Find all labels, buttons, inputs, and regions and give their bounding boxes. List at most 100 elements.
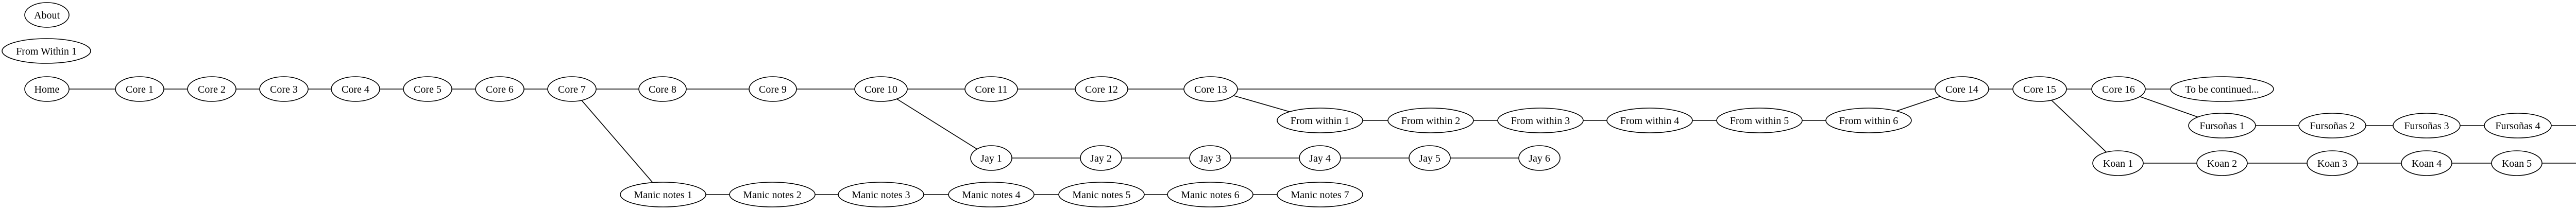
node-koan3[interactable]: Koan 3 [2307,150,2358,176]
node-label-core6: Core 6 [486,84,514,95]
node-koan1[interactable]: Koan 1 [2092,150,2144,176]
node-ellipse-core13[interactable] [1183,76,1238,102]
node-manic1[interactable]: Manic notes 1 [620,182,706,207]
node-ellipse-koan4[interactable] [2401,150,2452,176]
node-label-fursonas2: Fursoñas 2 [2310,120,2354,132]
node-ellipse-jay2[interactable] [1080,145,1122,171]
node-core4[interactable]: Core 4 [331,76,380,102]
node-koan5[interactable]: Koan 5 [2491,150,2543,176]
node-jay4[interactable]: Jay 4 [1299,145,1341,171]
node-core16[interactable]: Core 16 [2091,76,2146,102]
node-ellipse-fw6[interactable] [1825,108,1912,133]
node-to_be_continued[interactable]: To be continued... [2170,76,2274,102]
node-ellipse-core11[interactable] [964,76,1018,102]
node-core14[interactable]: Core 14 [1935,76,1989,102]
node-ellipse-manic6[interactable] [1167,182,1253,207]
node-core2[interactable]: Core 2 [187,76,236,102]
node-jay6[interactable]: Jay 6 [1518,145,1561,171]
node-ellipse-core10[interactable] [854,76,908,102]
node-ellipse-fursonas4[interactable] [2484,113,2552,138]
node-ellipse-core14[interactable] [1935,76,1989,102]
node-koan2[interactable]: Koan 2 [2196,150,2248,176]
node-core8[interactable]: Core 8 [638,76,687,102]
node-manic2[interactable]: Manic notes 2 [729,182,816,207]
node-ellipse-jay6[interactable] [1518,145,1561,171]
node-koan4[interactable]: Koan 4 [2401,150,2452,176]
node-ellipse-about[interactable] [24,2,70,28]
node-label-core3: Core 3 [270,84,298,95]
node-ellipse-core2[interactable] [187,76,236,102]
node-ellipse-core3[interactable] [259,76,309,102]
node-core1[interactable]: Core 1 [115,76,164,102]
node-core13[interactable]: Core 13 [1183,76,1238,102]
node-fw4[interactable]: From within 4 [1606,108,1693,133]
node-fw3[interactable]: From within 3 [1497,108,1584,133]
node-about[interactable]: About [24,2,70,28]
node-ellipse-koan1[interactable] [2092,150,2144,176]
node-ellipse-jay4[interactable] [1299,145,1341,171]
edge-core15-koan1 [2039,89,2119,164]
node-core7[interactable]: Core 7 [547,76,597,102]
node-core11[interactable]: Core 11 [964,76,1018,102]
node-ellipse-core15[interactable] [2012,76,2067,102]
node-jay1[interactable]: Jay 1 [970,145,1012,171]
node-manic4[interactable]: Manic notes 4 [948,182,1035,207]
node-manic3[interactable]: Manic notes 3 [838,182,924,207]
node-ellipse-koan2[interactable] [2196,150,2248,176]
node-fursonas2[interactable]: Fursoñas 2 [2298,113,2366,138]
node-core9[interactable]: Core 9 [749,76,797,102]
node-fursonas1[interactable]: Fursoñas 1 [2188,113,2256,138]
node-ellipse-manic1[interactable] [620,182,706,207]
node-ellipse-fw1[interactable] [1277,108,1363,133]
node-ellipse-core5[interactable] [403,76,452,102]
node-core3[interactable]: Core 3 [259,76,309,102]
node-ellipse-to_be_continued[interactable] [2170,76,2274,102]
node-ellipse-core1[interactable] [115,76,164,102]
node-fw5[interactable]: From within 5 [1716,108,1803,133]
node-ellipse-core16[interactable] [2091,76,2146,102]
node-ellipse-fw3[interactable] [1497,108,1584,133]
node-ellipse-fw4[interactable] [1606,108,1693,133]
node-fw6[interactable]: From within 6 [1825,108,1912,133]
node-ellipse-fursonas3[interactable] [2393,113,2461,138]
node-home[interactable]: Home [24,76,70,102]
node-core15[interactable]: Core 15 [2012,76,2067,102]
node-manic5[interactable]: Manic notes 5 [1058,182,1145,207]
node-ellipse-manic4[interactable] [948,182,1035,207]
node-ellipse-core8[interactable] [638,76,687,102]
node-ellipse-manic2[interactable] [729,182,816,207]
node-ellipse-jay5[interactable] [1409,145,1451,171]
node-ellipse-core4[interactable] [331,76,380,102]
node-ellipse-jay3[interactable] [1189,145,1231,171]
node-jay2[interactable]: Jay 2 [1080,145,1122,171]
node-ellipse-core7[interactable] [547,76,597,102]
node-ellipse-core12[interactable] [1075,76,1128,102]
node-fw1[interactable]: From within 1 [1277,108,1363,133]
node-ellipse-fursonas2[interactable] [2298,113,2366,138]
node-ellipse-jay1[interactable] [970,145,1012,171]
node-jay5[interactable]: Jay 5 [1409,145,1451,171]
node-fursonas3[interactable]: Fursoñas 3 [2393,113,2461,138]
node-ellipse-manic7[interactable] [1277,182,1363,207]
node-core5[interactable]: Core 5 [403,76,452,102]
node-jay3[interactable]: Jay 3 [1189,145,1231,171]
node-ellipse-manic3[interactable] [838,182,924,207]
node-ellipse-core6[interactable] [475,76,524,102]
node-core12[interactable]: Core 12 [1075,76,1128,102]
node-fursonas4[interactable]: Fursoñas 4 [2484,113,2552,138]
node-ellipse-koan5[interactable] [2491,150,2543,176]
node-core6[interactable]: Core 6 [475,76,524,102]
node-ellipse-fw5[interactable] [1716,108,1803,133]
node-ellipse-manic5[interactable] [1058,182,1145,207]
node-manic7[interactable]: Manic notes 7 [1277,182,1363,207]
node-ellipse-koan3[interactable] [2307,150,2358,176]
node-ellipse-from_within_cap[interactable] [2,38,91,64]
node-fw2[interactable]: From within 2 [1387,108,1474,133]
node-ellipse-home[interactable] [24,76,70,102]
node-core10[interactable]: Core 10 [854,76,908,102]
node-from_within_cap[interactable]: From Within 1 [2,38,91,64]
node-ellipse-fursonas1[interactable] [2188,113,2256,138]
node-ellipse-core9[interactable] [749,76,797,102]
node-manic6[interactable]: Manic notes 6 [1167,182,1253,207]
node-ellipse-fw2[interactable] [1387,108,1474,133]
